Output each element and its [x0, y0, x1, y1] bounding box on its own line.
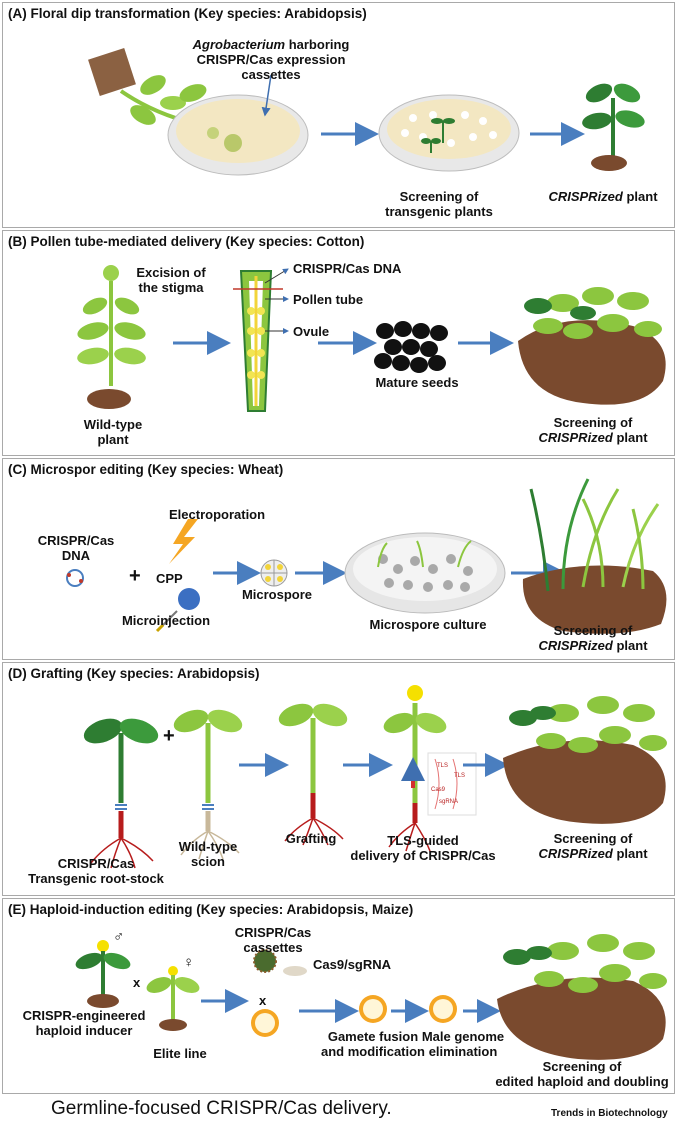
- electroporation-label: Electroporation: [169, 507, 266, 522]
- pollen-tube-label: Pollen tube: [293, 292, 364, 307]
- vector-icon: [253, 949, 277, 973]
- panel-d-illustration: TLS TLS sgRNA Cas9: [83, 685, 667, 869]
- cas9-tag: Cas9: [431, 787, 446, 793]
- panel-a-illustration: [88, 48, 645, 176]
- ovule-label: Ovule: [293, 324, 330, 339]
- cpp-label: CPP: [156, 571, 183, 586]
- male-symbol: ♂: [113, 928, 125, 945]
- cas9-sgrna-label: Cas9/sgRNA: [313, 957, 392, 972]
- female-symbol: ♀: [183, 954, 195, 971]
- crispr-dna-label: CRISPR/Cas DNA: [293, 261, 402, 276]
- electroporation-icon: [169, 519, 198, 564]
- panel-b: (B) Pollen tube-mediated delivery (Key s…: [2, 230, 675, 456]
- panel-d: (D) Grafting (Key species: Arabidopsis): [2, 662, 675, 896]
- agrobacterium-label: Agrobacterium harboring CRISPR/Cas expre…: [192, 37, 350, 82]
- crisprized-plant-label: CRISPRized plant: [548, 189, 658, 204]
- pot-icon: [88, 48, 136, 96]
- plus-sign-d: +: [163, 725, 175, 747]
- panel-a: (A) Floral dip transformation (Key speci…: [2, 2, 675, 228]
- panel-d-title: (D) Grafting (Key species: Arabidopsis): [8, 666, 260, 681]
- panel-e-illustration: [75, 934, 667, 1060]
- panel-c-title: (C) Microspor editing (Key species: Whea…: [8, 462, 284, 477]
- cell-icon: [178, 588, 200, 610]
- panel-b-title: (B) Pollen tube-mediated delivery (Key s…: [8, 234, 365, 249]
- journal-brand: Trends in Biotechnology: [551, 1108, 668, 1119]
- tls-tag-b: TLS: [454, 773, 465, 779]
- elite-line-label: Elite line: [153, 1046, 207, 1061]
- microspore-label: Microspore: [241, 587, 313, 602]
- plasmid-icon: [66, 569, 84, 587]
- tls-tag-a: TLS: [437, 763, 448, 769]
- grafting-label: Grafting: [285, 831, 337, 846]
- plus-sign: +: [129, 565, 141, 587]
- cross-x-1: x: [133, 975, 141, 990]
- panel-c: (C) Microspor editing (Key species: Whea…: [2, 458, 675, 660]
- panel-b-illustration: [77, 265, 666, 412]
- cross-x-2: x: [259, 993, 267, 1008]
- microspore-culture-label: Microspore culture: [369, 617, 487, 632]
- panel-e-title: (E) Haploid-induction editing (Key speci…: [8, 902, 414, 917]
- microinjection-label: Microinjection: [121, 613, 211, 628]
- seeds-icon: [374, 321, 448, 373]
- panel-c-illustration: [66, 478, 667, 634]
- panel-a-title: (A) Floral dip transformation (Key speci…: [8, 6, 367, 21]
- figure-caption: Germline-focused CRISPR/Cas delivery.: [51, 1098, 392, 1119]
- panel-e: (E) Haploid-induction editing (Key speci…: [2, 898, 675, 1094]
- sgrna-tag: sgRNA: [439, 799, 458, 805]
- mature-seeds-label: Mature seeds: [375, 375, 459, 390]
